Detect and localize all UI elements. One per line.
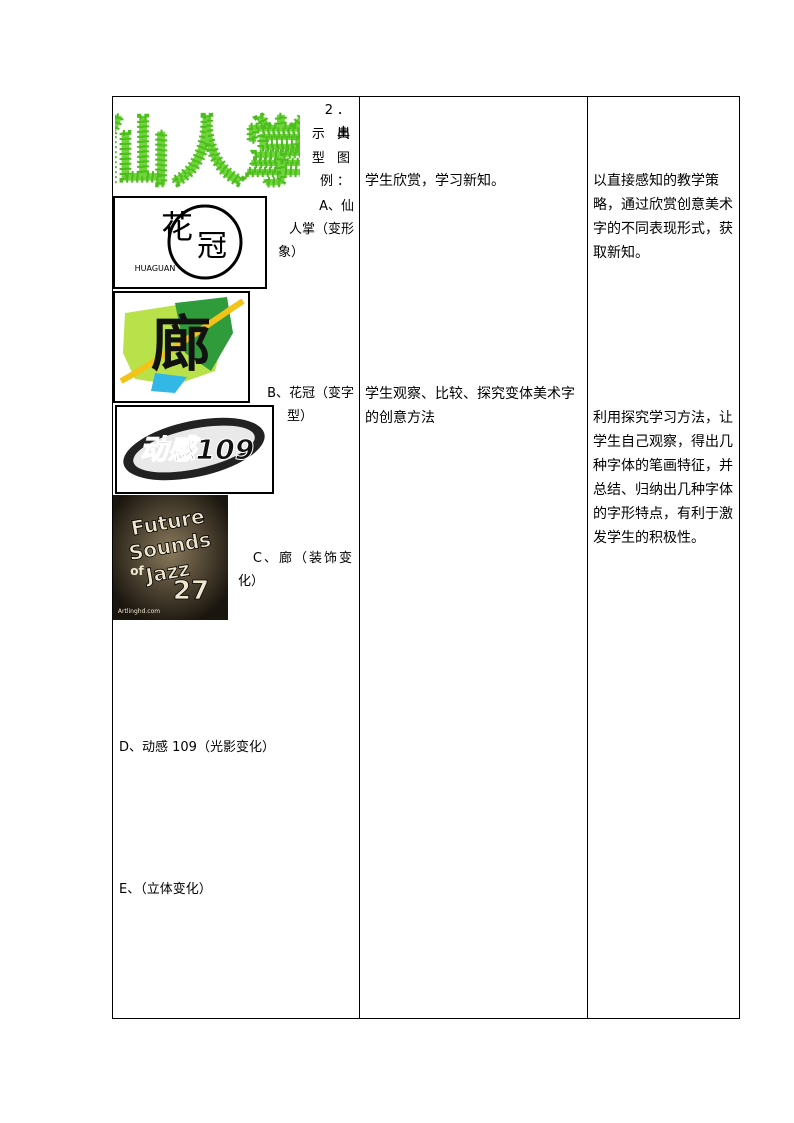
design-intent-2-line-1: 利用探究学习方法，让 (593, 410, 733, 426)
flower-crown-image: 花 冠 HUAGUAN (113, 196, 267, 289)
design-intent-2-line-4: 总结、归纳出几种字体 (593, 482, 733, 498)
future-word-3: of (130, 564, 144, 578)
flower-caption: HUAGUAN (135, 264, 176, 273)
design-intent-1-line-3: 字的不同表现形式，获 (593, 221, 733, 237)
dynamic-109-art: 动感109 (123, 417, 265, 481)
column-divider-1 (359, 97, 360, 1018)
corridor-art: 廊 (119, 297, 245, 393)
design-intent-1-line-4: 取新知。 (593, 245, 649, 261)
column-divider-2 (587, 97, 588, 1018)
student-activity-2-line-2: 的创意方法 (365, 410, 435, 426)
item-a-line-1: A、仙 (319, 199, 354, 214)
corridor-word: 廊 (151, 310, 211, 380)
flower-word-bottom: 冠 (197, 229, 227, 264)
item-c-line-1: C、廊（装饰变 (252, 551, 354, 566)
heading-line-1: 2．出 (324, 103, 354, 141)
item-a-line-3: 象） (278, 245, 305, 260)
cactus-word-image: 仙人掌 (115, 102, 300, 190)
future-caption: Artlinghd.com (118, 608, 160, 615)
dynamic-109-image: 动感109 (115, 405, 274, 494)
design-intent-1-line-1: 以直接感知的教学策 (593, 173, 719, 189)
flower-word-top: 花 (161, 208, 193, 246)
cactus-word-art: 仙人掌 (115, 108, 300, 190)
heading-line-2: 示 典 (311, 127, 354, 142)
student-activity-2-line-1: 学生观察、比较、探究变体美术字 (365, 386, 575, 402)
dynamic-109-word: 动感109 (140, 433, 254, 466)
item-c-line-2: 化） (238, 574, 265, 589)
lesson-table (112, 96, 740, 1019)
design-intent-2-line-6: 发学生的积极性。 (593, 530, 705, 546)
design-intent-2-line-2: 学生自己观察，得出几 (593, 434, 733, 450)
cactus-word-text: 仙人掌 (115, 110, 300, 190)
student-activity-1: 学生欣赏，学习新知。 (365, 173, 505, 189)
item-e: E、（立体变化） (119, 882, 212, 897)
corridor-image: 廊 (113, 291, 250, 403)
heading-line-4: 例： (319, 174, 354, 189)
flower-crown-art: 花 冠 HUAGUAN (135, 204, 243, 280)
item-d: D、动感 109（光影变化） (119, 740, 275, 755)
future-sounds-image: Future Sounds of Jazz 27 Artlinghd.com (113, 495, 228, 620)
item-b-line-1: B、花冠（变字 (267, 386, 354, 401)
future-word-5: 27 (173, 576, 209, 606)
design-intent-2-line-3: 种字体的笔画特征，并 (593, 458, 733, 474)
item-b-line-2: 型） (287, 409, 314, 424)
future-sounds-art: Future Sounds of Jazz 27 Artlinghd.com (113, 495, 228, 620)
design-intent-2-line-5: 的字形特点，有利于激 (593, 506, 733, 522)
item-a-line-2: 人掌（变形 (288, 222, 354, 237)
design-intent-1-line-2: 略，通过欣赏创意美术 (593, 197, 733, 213)
heading-line-3: 型 图 (311, 151, 354, 166)
